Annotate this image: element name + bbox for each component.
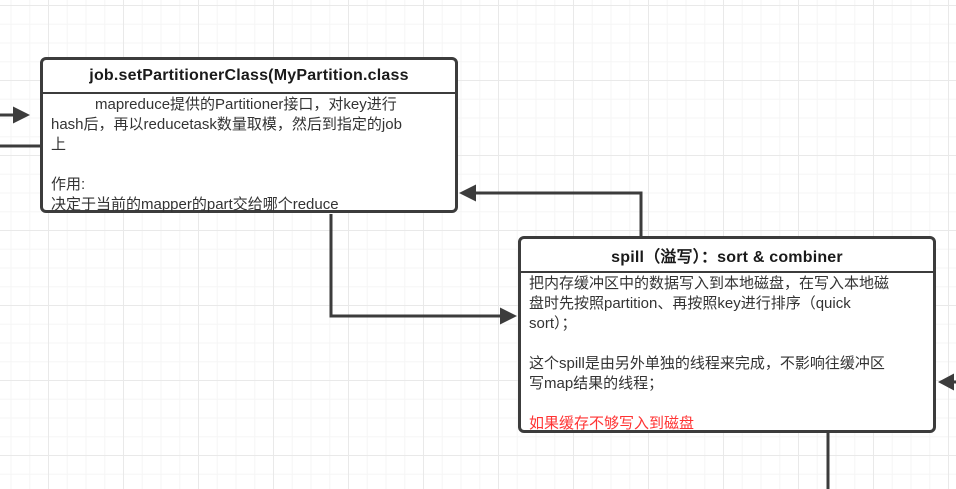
spill-node-title: spill（溢写）：sort & combiner <box>521 239 933 273</box>
body-line: 这个spill是由另外单独的线程来完成，不影响往缓冲区 <box>529 355 885 372</box>
spill-node-body: 把内存缓冲区中的数据写入到本地磁盘，在写入本地磁 盘时先按照partition、… <box>521 273 933 434</box>
body-line: 决定于当前的mapper的part交给哪个reduce <box>51 196 339 213</box>
body-line: sort）； <box>529 315 577 332</box>
partition-node-body: mapreduce提供的Partitioner接口，对key进行 hash后，再… <box>43 94 455 215</box>
body-line: 把内存缓冲区中的数据写入到本地磁盘，在写入本地磁 <box>529 275 890 292</box>
edge-spill-to-partition[interactable] <box>476 191 643 237</box>
edge-partition-to-spill[interactable] <box>329 214 501 318</box>
edge-spill-to-partition-arrowhead-icon <box>459 184 476 202</box>
node-spill[interactable]: spill（溢写）：sort & combiner 把内存缓冲区中的数据写入到本… <box>518 236 936 433</box>
body-line: 写map结果的线程； <box>529 375 664 392</box>
body-line <box>529 334 925 354</box>
spill-warning-line: 如果缓存不够写入到磁盘 <box>529 415 695 432</box>
body-line: hash后，再以reducetask数量取模，然后到指定的job <box>51 116 402 133</box>
partition-node-title: job.setPartitionerClass(MyPartition.clas… <box>43 60 455 94</box>
node-partitioner-class[interactable]: job.setPartitionerClass(MyPartition.clas… <box>40 57 458 213</box>
body-line <box>51 155 447 175</box>
body-line: 盘时先按照partition、再按照key进行排序（quick <box>529 295 851 312</box>
edge-partition-to-spill-arrowhead-icon <box>500 307 517 325</box>
body-line: 上 <box>51 136 67 153</box>
edge-incoming-right-arrowhead-icon <box>938 373 954 391</box>
edge-incoming-left-arrowhead-icon <box>13 106 30 124</box>
body-line: mapreduce提供的Partitioner接口，对key进行 <box>95 96 397 113</box>
body-line: 作用: <box>51 176 86 193</box>
body-line <box>529 394 925 414</box>
